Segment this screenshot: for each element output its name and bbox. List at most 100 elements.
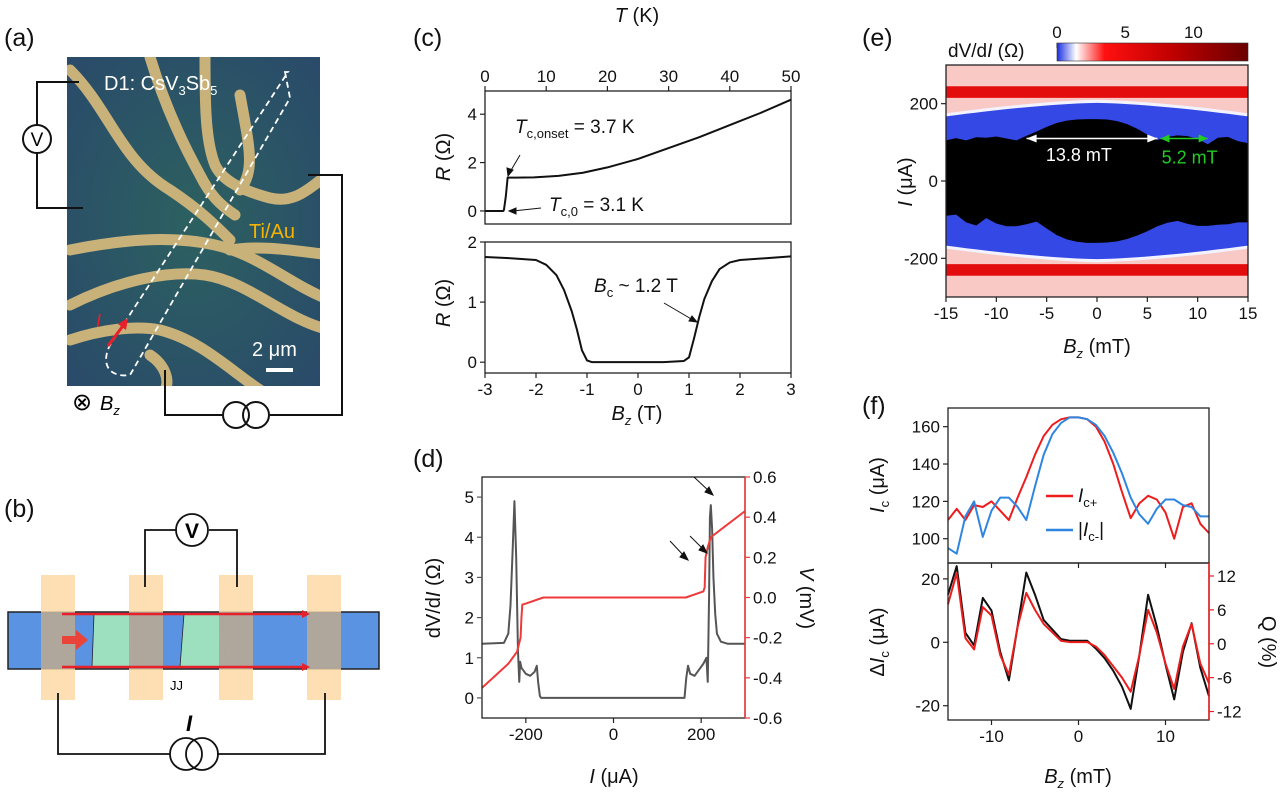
colorbar-tick-label: 5 (1120, 23, 1129, 42)
c-bottom-y-tick-label: 1 (468, 293, 477, 312)
c-top-axes (484, 90, 792, 225)
current-source-icon-ring (185, 737, 219, 771)
pad-overlap (307, 612, 341, 669)
d-y-tick-label: 5 (465, 488, 474, 507)
current-label: I (96, 311, 101, 331)
d-y2-tick-label: 0.2 (753, 548, 777, 567)
c-bottom-x-tick-label: 0 (633, 380, 642, 399)
colorbar-label: dV/dI (Ω) (948, 41, 1025, 62)
current-arrowhead (118, 318, 128, 330)
f-bottom-y-tick-label: 20 (921, 570, 940, 589)
f-bottom-y2label: Q (%) (1257, 616, 1279, 668)
e-x-tick-label: -5 (1039, 304, 1054, 323)
bc-annotation: Bc ~ 1.2 T (594, 276, 678, 300)
scale-bar (266, 368, 293, 372)
current-source-icon (222, 401, 250, 429)
c-top-x-tick-label: 20 (598, 67, 617, 86)
c-bottom-x-tick-label: -1 (579, 380, 594, 399)
colorbar (1056, 42, 1249, 62)
junction-region (91, 613, 135, 668)
f-top-y-tick-label: 120 (912, 492, 940, 511)
voltmeter-icon (175, 513, 209, 547)
voltmeter-label: V (185, 520, 199, 543)
e-x-tick-label: 5 (1143, 304, 1152, 323)
c-top-curve (485, 98, 792, 212)
d-y-tick-label: 3 (465, 568, 474, 587)
e-y-tick-label: -200 (904, 249, 938, 268)
f-bottom-y2-tick-label: -6 (1217, 669, 1232, 688)
heatmap-resistive-band (946, 86, 1248, 98)
f-bottom-x-tick-label: 0 (1074, 727, 1083, 746)
f-xlabel: Bz (mT) (1044, 766, 1112, 791)
c-bottom-x-tick-label: -2 (528, 380, 543, 399)
q-curve (947, 572, 1210, 693)
d-y2-tick-label: 0.4 (753, 508, 777, 527)
c-bottom-x-tick-label: 1 (684, 380, 693, 399)
arrowhead (1147, 134, 1158, 143)
c-top-x-tick-label: 30 (659, 67, 678, 86)
e-y-tick-label: 200 (910, 95, 938, 114)
scale-bar-label: 2 μm (252, 339, 297, 361)
tc-onset-annotation: Tc,onset = 3.7 K (515, 117, 635, 141)
e-y-tick-label: 0 (929, 172, 938, 191)
c-top-y-tick-label: 2 (468, 154, 477, 173)
c-bottom-x-tick-label: -3 (477, 380, 492, 399)
f-bottom-y2-tick-label: 0 (1217, 635, 1226, 654)
f-bottom-y2-tick-label: 12 (1217, 567, 1236, 586)
e-x-tick-label: 10 (1188, 304, 1207, 323)
c-bottom-y-tick-label: 0 (468, 353, 477, 372)
c-bottom-ylabel: R (Ω) (433, 279, 455, 327)
c-bottom-xlabel: Bz (T) (612, 403, 663, 428)
colorbar-tick-label: 0 (1052, 23, 1061, 42)
f-bottom-y-tick-label: -20 (915, 697, 940, 716)
period-annotation-13-8: 13.8 mT (1046, 145, 1112, 165)
annotation-arrows-d (669, 476, 715, 561)
c-bottom-axes (484, 241, 792, 374)
c-bottom-y-tick-label: 2 (468, 233, 477, 252)
c-top-x-tick-label: 40 (720, 67, 739, 86)
e-x-tick-label: -10 (984, 304, 1009, 323)
panel-b-schematic: JJ V I (7, 513, 380, 771)
tc-zero-annotation: Tc,0 = 3.1 K (549, 195, 644, 219)
f-top-ylabel: Ic (μA) (867, 457, 892, 513)
legend-ic-plus: Ic+ (1078, 486, 1097, 510)
c-bottom-x-tick-label: 2 (735, 380, 744, 399)
d-x-tick-label: -200 (509, 725, 543, 744)
panel-label-b: (b) (4, 495, 35, 523)
e-xlabel: Bz (mT) (1063, 336, 1131, 361)
d-y-tick-label: 4 (465, 528, 474, 547)
panel-label-c: (c) (413, 24, 442, 52)
heatmap-superconducting-region (946, 119, 1248, 243)
pad-overlap (219, 612, 253, 669)
arrowhead (1026, 134, 1037, 143)
electrodes (67, 57, 320, 386)
d-x-tick-label: 200 (687, 725, 715, 744)
legend-ic-minus: |Ic-| (1078, 520, 1104, 544)
delta-ic-curve (947, 565, 1210, 710)
pad-overlap (129, 612, 163, 669)
d-x-tick-label: 0 (609, 725, 618, 744)
d-y2-tick-label: -0.4 (753, 669, 782, 688)
f-legend: Ic+ |Ic-| (1046, 486, 1104, 544)
c-top-y-tick-label: 4 (468, 105, 477, 124)
d-xlabel: I (μA) (589, 766, 638, 788)
d-dvdi-curve (481, 500, 745, 699)
panel-label-a: (a) (4, 24, 35, 52)
panel-a-wiring (36, 81, 343, 416)
d-y-tick-label: 0 (465, 689, 474, 708)
d-y2label: V (mV) (795, 567, 817, 629)
panel-b-wiring (57, 529, 326, 755)
arrowhead (1160, 134, 1170, 143)
edge-current-arrows (62, 610, 310, 671)
f-bottom-y2-tick-label: 6 (1217, 601, 1226, 620)
e-x-tick-label: 0 (1092, 304, 1101, 323)
ic-minus-curve (947, 416, 1209, 555)
f-bottom-x-tick-label: 10 (1156, 727, 1175, 746)
annotation-arrows-c (506, 154, 699, 323)
d-y2-tick-label: -0.6 (753, 709, 782, 728)
d-y-tick-label: 1 (465, 649, 474, 668)
panel-label-d: (d) (413, 445, 444, 473)
f-top-y-tick-label: 100 (912, 530, 940, 549)
